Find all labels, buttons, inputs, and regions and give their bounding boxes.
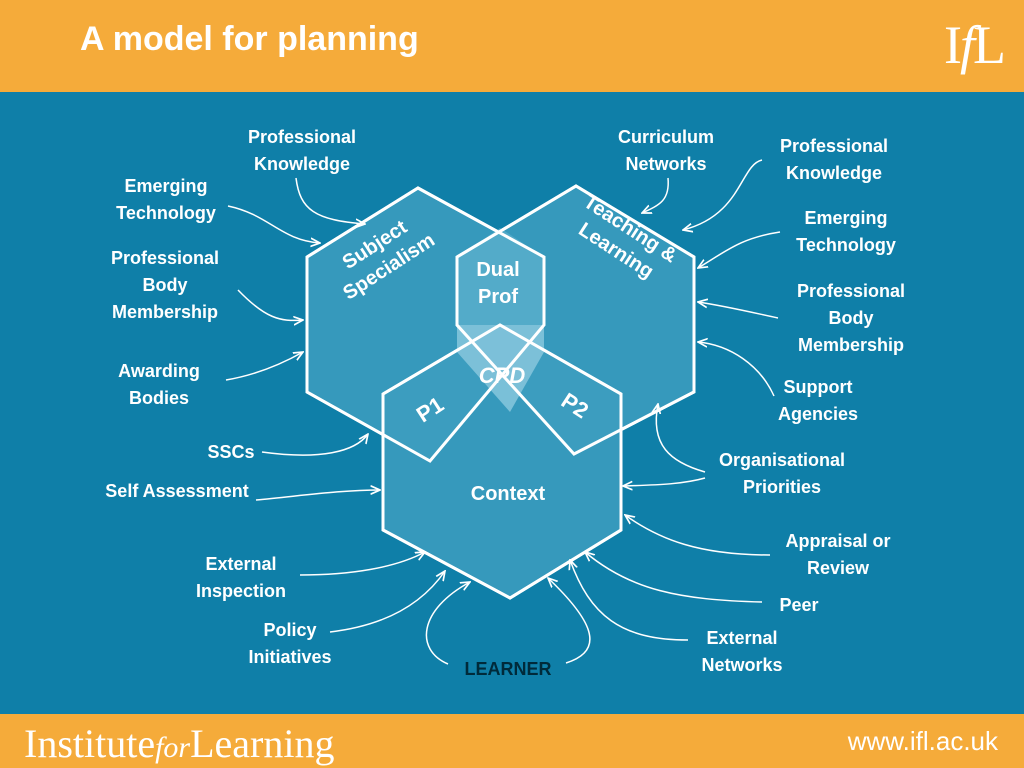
arrow-external-networks [570, 560, 689, 641]
arrow-organisational-priorities-to-hex [656, 404, 706, 473]
arrow-sscs [261, 434, 368, 456]
arrow-peer [585, 552, 763, 603]
arrow-appraisal-or-review [625, 515, 771, 556]
footer-bar: InstituteforLearning www.ifl.ac.uk [0, 714, 1024, 768]
cpd-label: CPD [478, 363, 526, 388]
arrow-curriculum-networks [642, 177, 669, 213]
label-sscs: SSCs [207, 442, 255, 462]
dual-prof-overlap [457, 228, 544, 325]
label-external-inspection: External Inspection [195, 554, 286, 601]
label-professional-knowledge-right: Professional Knowledge [779, 136, 889, 183]
label-curriculum-networks: Curriculum Networks [617, 127, 714, 174]
label-self-assessment: Self Assessment [105, 481, 249, 501]
label-appraisal-or-review: Appraisal or Review [785, 531, 891, 578]
website-url[interactable]: www.ifl.ac.uk [847, 726, 998, 756]
arrow-learner-right [548, 578, 591, 664]
arrow-learner-left [425, 582, 470, 665]
label-emerging-technology-left: Emerging Technology [116, 176, 216, 223]
brand-learning: Learning [190, 721, 335, 766]
arrow-emerging-technology-left [227, 205, 320, 243]
label-support-agencies: Support Agencies [777, 377, 859, 424]
arrow-professional-body-right [698, 302, 779, 319]
arrow-awarding-bodies-left [225, 352, 303, 381]
arrow-professional-knowledge-right [683, 159, 763, 230]
label-professional-body-membership-right: Professional Body Membership [796, 281, 906, 355]
arrow-professional-knowledge-left [295, 177, 365, 224]
institute-for-learning-logo: InstituteforLearning [24, 720, 334, 767]
arrow-policy-initiatives [329, 571, 445, 633]
label-learner: LEARNER [464, 659, 552, 679]
ifl-logo: IfL [944, 15, 1006, 75]
arrow-external-inspection [299, 552, 425, 576]
label-professional-body-membership-left: Professional Body Membership [110, 248, 220, 322]
context-label: Context [470, 483, 546, 505]
arrow-organisational-priorities-to-context [623, 477, 706, 486]
label-awarding-bodies: Awarding Bodies [118, 361, 200, 408]
arrow-professional-body-left [237, 289, 303, 320]
arrow-emerging-technology-right [698, 231, 781, 268]
label-emerging-technology-right: Emerging Technology [796, 208, 896, 255]
brand-institute: Institute [24, 721, 156, 766]
label-policy-initiatives: Policy Initiatives [248, 620, 332, 667]
brand-for: for [155, 731, 191, 764]
arrow-self-assessment [255, 490, 380, 501]
page-title: A model for planning [80, 20, 419, 58]
label-external-networks: External Networks [701, 628, 783, 675]
arrow-support-agencies [698, 342, 775, 397]
dual-prof-label: Dual Prof [476, 259, 520, 308]
planning-model-diagram [225, 159, 781, 665]
header-bar: A model for planning IfL [0, 0, 1024, 92]
label-professional-knowledge-left: Professional Knowledge [247, 127, 357, 174]
label-organisational-priorities: Organisational Priorities [718, 450, 846, 497]
label-peer: Peer [779, 595, 819, 615]
